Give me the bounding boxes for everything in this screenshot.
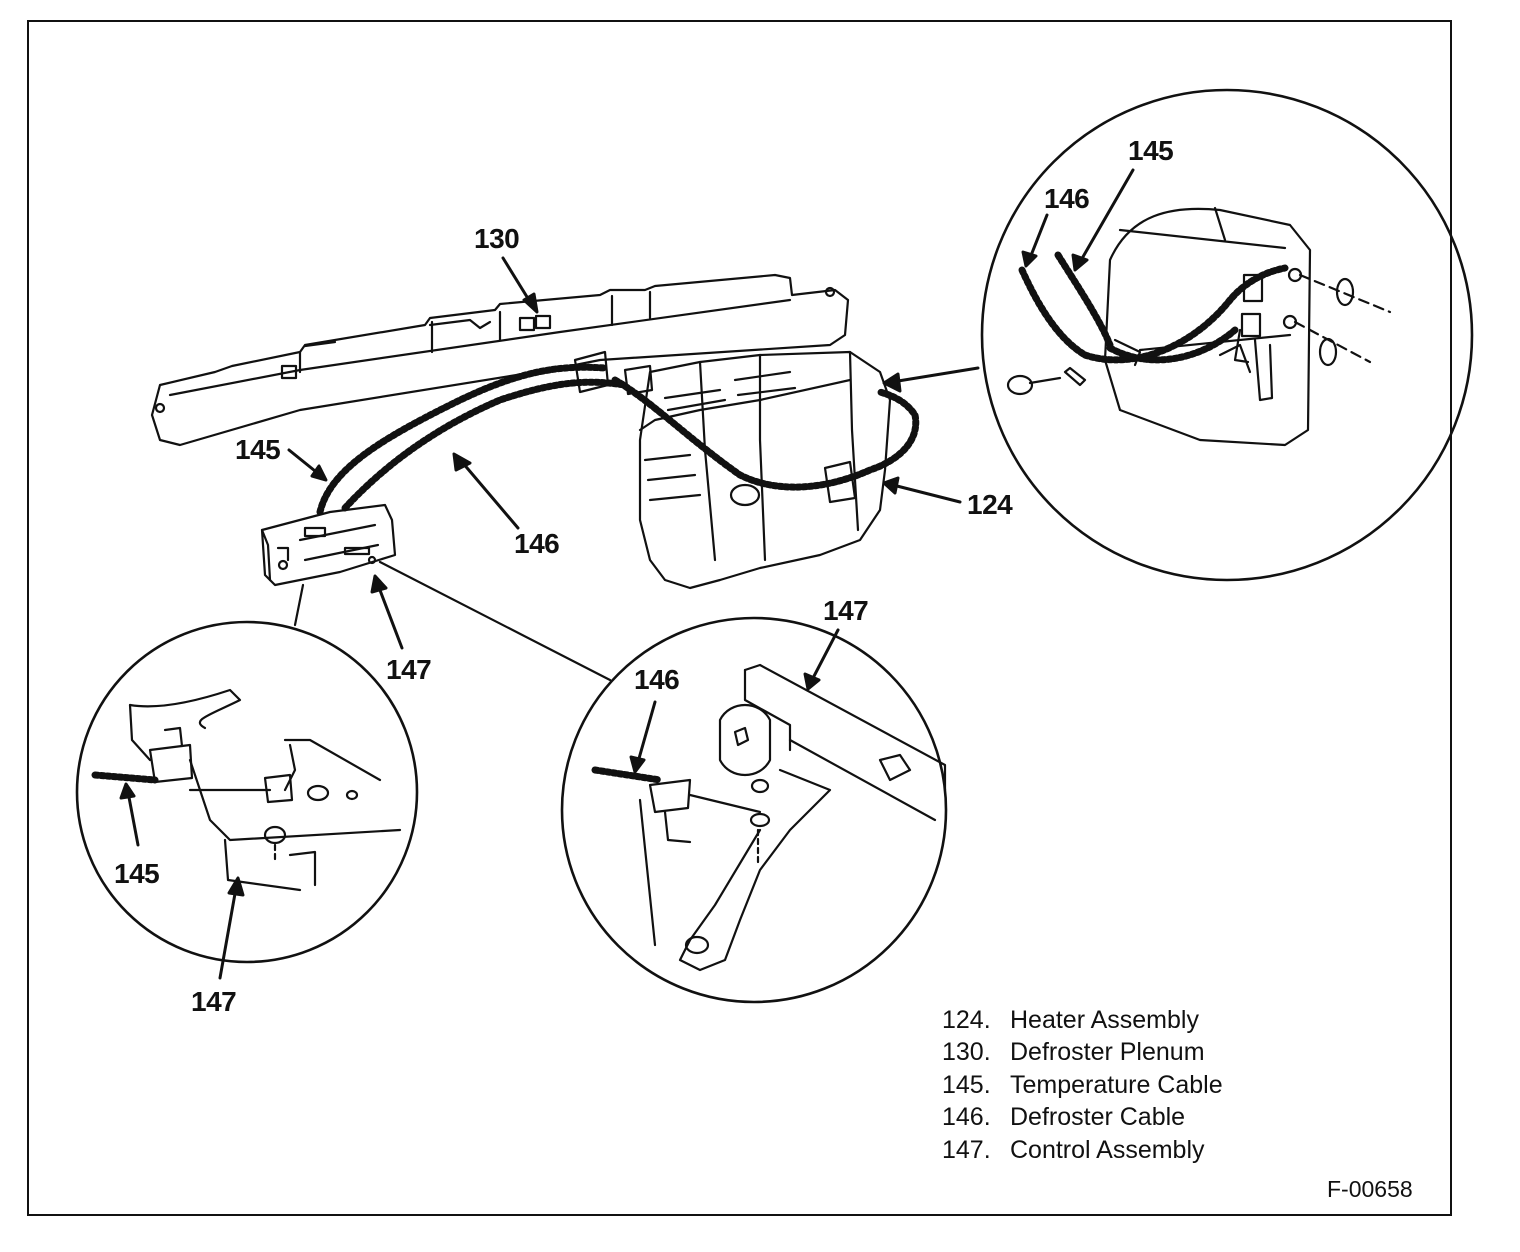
callout-124-main: 124 [967,489,1013,520]
callout-130: 130 [474,223,520,254]
callout-arrows-center [629,628,840,774]
callout-147-bottom: 147 [823,595,869,626]
callout-147-main: 147 [386,654,432,685]
cable-run-center [591,766,664,784]
callout-145-topright: 145 [1128,135,1174,166]
cable-runs-topright [1018,251,1289,364]
callout-147-left: 147 [191,986,237,1017]
legend-number: 145. [942,1070,991,1099]
legend-item: 130. Defroster Plenum [942,1037,1223,1070]
cable-runs-main [316,363,920,516]
legend-label: Defroster Cable [1010,1103,1186,1132]
cable-run-left [91,771,159,784]
heater-assembly [638,350,892,590]
callout-arrows-topright [1021,168,1135,272]
callout-arrows-main [287,256,980,650]
legend-item: 146. Defroster Cable [942,1102,1223,1135]
diagram-frame [27,20,1452,1216]
legend-item: 124. Heater Assembly [942,1004,1223,1037]
legend-label: Defroster Plenum [1010,1038,1205,1067]
parts-legend: 124. Heater Assembly 130. Defroster Plen… [942,1004,1223,1167]
control-assembly [260,503,397,587]
legend-label: Control Assembly [1010,1135,1205,1164]
detail-circle-control-left [75,620,419,964]
legend-label: Temperature Cable [1010,1070,1223,1099]
callout-146-bottom: 146 [634,664,680,695]
callout-arrows-left [119,782,245,980]
callout-145-main: 145 [235,434,281,465]
callout-146-topright: 146 [1044,183,1090,214]
callout-145-left: 145 [114,858,160,889]
cable-clips-main [573,350,857,504]
legend-item: 147. Control Assembly [942,1134,1223,1167]
figure-id: F-00658 [1327,1176,1413,1202]
defroster-plenum [150,273,850,447]
legend-number: 130. [942,1038,991,1067]
legend-number: 146. [942,1103,991,1132]
legend-item: 145. Temperature Cable [942,1069,1223,1102]
legend-label: Heater Assembly [1010,1005,1199,1034]
detail-circle-control-center [560,616,948,1004]
callout-146-main: 146 [514,528,560,559]
legend-number: 147. [942,1135,991,1164]
detail-leader-lines [293,560,612,682]
legend-number: 124. [942,1005,991,1034]
